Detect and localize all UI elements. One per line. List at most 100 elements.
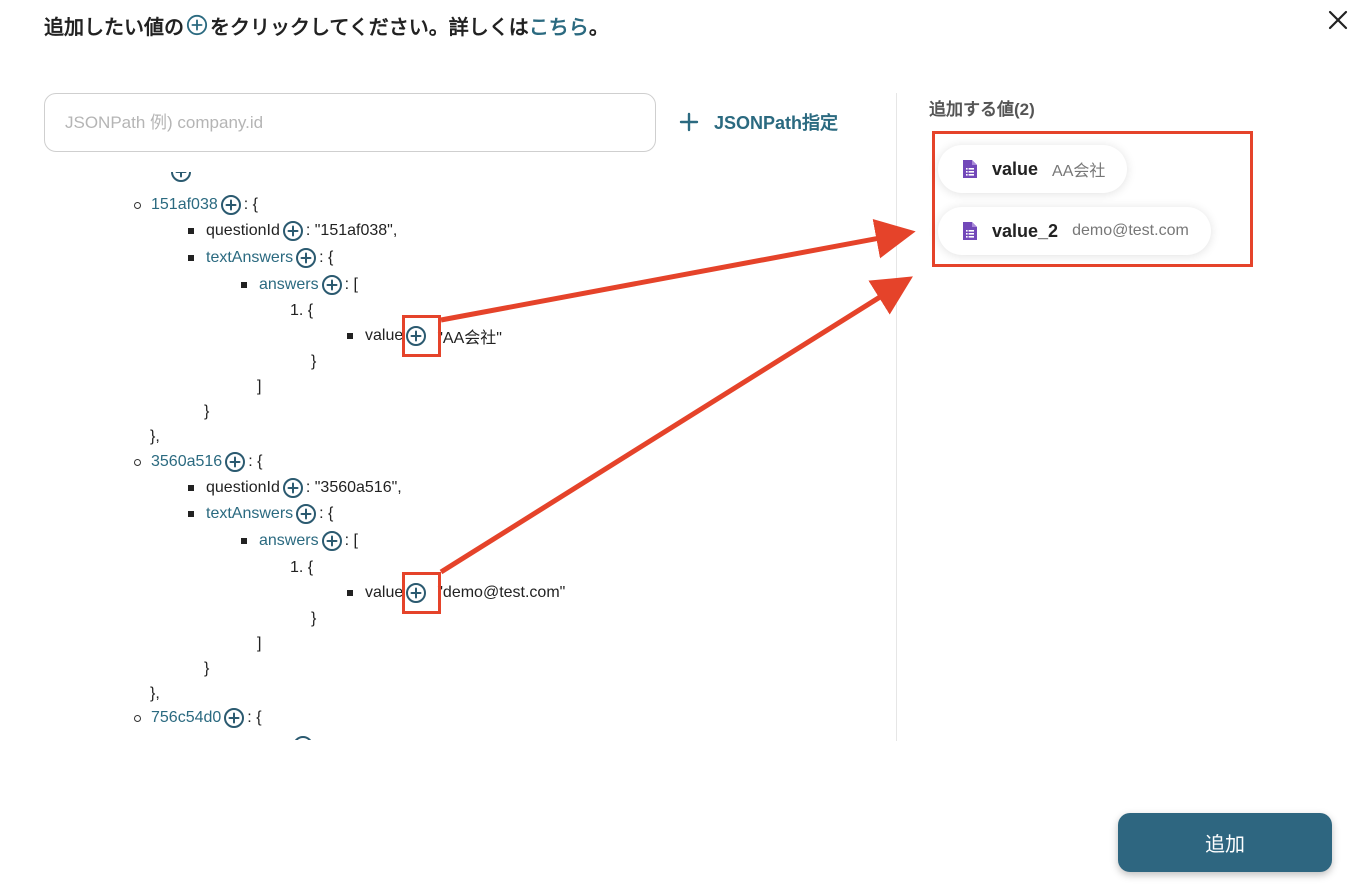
panel-divider [896, 93, 897, 741]
list-bullet [347, 333, 353, 339]
plus-circle-icon [406, 583, 427, 603]
list-bullet [241, 538, 247, 544]
chip-name: value_2 [992, 220, 1059, 241]
add-value-button[interactable] [405, 582, 427, 604]
plus-icon [679, 112, 699, 132]
list-bullet [188, 485, 194, 491]
list-bullet [188, 228, 194, 234]
tree-punct: : { [319, 505, 334, 522]
tree-key: questionId [206, 222, 280, 239]
tree-row: } [204, 657, 209, 681]
tree-row: ] [257, 375, 261, 399]
add-value-button[interactable] [224, 451, 246, 473]
chip-value: demo@test.com [1072, 222, 1189, 239]
tree-punct: }, [150, 428, 160, 445]
tree-key[interactable]: 151af038 [151, 196, 218, 213]
plus-circle-icon [296, 248, 317, 268]
list-bullet [134, 714, 141, 722]
plus-circle-icon [321, 531, 342, 551]
close-icon [1328, 10, 1348, 30]
tree-punct: ] [257, 378, 262, 395]
plus-circle-icon [406, 326, 427, 346]
list-bullet [188, 255, 194, 261]
jsonpath-specify-label: JSONPath指定 [714, 113, 839, 133]
list-bullet [188, 511, 194, 517]
add-button[interactable]: 追加 [1118, 813, 1332, 872]
close-button[interactable] [1324, 6, 1352, 34]
tree-value: : "3560a516", [305, 479, 402, 496]
add-value-button[interactable] [282, 220, 304, 242]
tree-row: }, [150, 425, 160, 449]
tree-key[interactable]: textAnswers [206, 505, 294, 522]
tree-row: questionId : "151af038", [188, 219, 397, 243]
tree-punct: : { [247, 709, 262, 726]
instruction-text-part1: 追加したい値の [44, 14, 184, 39]
tree-key[interactable]: 756c54d0 [151, 709, 222, 726]
tree-punct: : { [319, 249, 334, 266]
highlight-box [402, 315, 441, 357]
add-value-button[interactable] [295, 503, 317, 525]
jsonpath-specify-button[interactable]: JSONPath指定 [678, 104, 838, 140]
tree-row: questionId : "3560a516", [188, 476, 402, 500]
form-document-icon [963, 160, 977, 178]
tree-punct: } [311, 610, 317, 627]
add-value-button[interactable] [405, 325, 427, 347]
chip-name: value [992, 158, 1039, 179]
tree-value: "demo@test.com" [437, 584, 566, 601]
add-value-button[interactable] [220, 194, 242, 216]
tree-row: textAnswers : { [188, 502, 333, 526]
list-index: 1. { [290, 302, 314, 319]
tree-key: questionId [206, 479, 280, 496]
tree-row-clipped [168, 172, 194, 184]
plus-circle-icon [220, 195, 241, 215]
add-value-button[interactable] [170, 172, 192, 183]
tree-punct: } [311, 353, 317, 370]
tree-value: : "151af038", [305, 222, 398, 239]
tree-row: }, [150, 682, 160, 706]
tree-punct: } [204, 403, 210, 420]
tree-row: } [311, 350, 316, 374]
selected-value-chip[interactable]: value_2 demo@test.com [938, 207, 1211, 255]
tree-row: answers : [ [241, 529, 358, 553]
json-tree[interactable]: 151af038 : { questionId : "151af038", te… [0, 172, 890, 740]
tree-punct: : [ [344, 276, 358, 293]
tree-row: 151af038 : { [134, 193, 258, 217]
instruction-text-part2: をクリックしてください。詳しくは [210, 14, 529, 39]
add-value-button[interactable] [295, 247, 317, 269]
list-index: 1. { [290, 559, 314, 576]
add-value-button[interactable] [321, 274, 343, 296]
help-link[interactable]: こちら [528, 14, 589, 39]
tree-punct: : [ [344, 532, 358, 549]
add-value-button[interactable] [321, 530, 343, 552]
tree-row: } [204, 400, 209, 424]
plus-circle-icon [225, 452, 246, 472]
plus-circle-icon [224, 708, 245, 728]
tree-row: textAnswers : { [188, 246, 333, 270]
plus-circle-icon [296, 504, 317, 524]
tree-row: 1. { [290, 556, 313, 580]
add-value-button[interactable] [223, 707, 245, 729]
highlight-box [932, 131, 1253, 267]
tree-punct: ] [257, 635, 262, 652]
tree-key[interactable]: answers [259, 276, 319, 293]
list-bullet [134, 458, 141, 466]
tree-row: 1. { [290, 299, 313, 323]
selected-values-title: 追加する値(2) [929, 100, 1035, 119]
tree-punct: }, [150, 685, 160, 702]
selected-value-chip[interactable]: value AA会社 [938, 145, 1128, 193]
tree-punct: } [204, 660, 210, 677]
plus-circle-icon [282, 221, 303, 241]
tree-key: value [365, 327, 404, 344]
tree-row: answers : [ [241, 273, 358, 297]
form-document-icon [963, 222, 977, 240]
tree-row: 756c54d0 : { [134, 706, 262, 730]
list-bullet [134, 201, 141, 209]
tree-key[interactable]: textAnswers [206, 249, 294, 266]
plus-circle-icon [282, 478, 303, 498]
jsonpath-input[interactable] [44, 93, 656, 152]
add-value-button[interactable] [282, 477, 304, 499]
tree-key[interactable]: 3560a516 [151, 453, 223, 470]
tree-key[interactable]: answers [259, 532, 319, 549]
plus-circle-icon [295, 736, 311, 740]
add-value-button[interactable] [292, 735, 314, 740]
